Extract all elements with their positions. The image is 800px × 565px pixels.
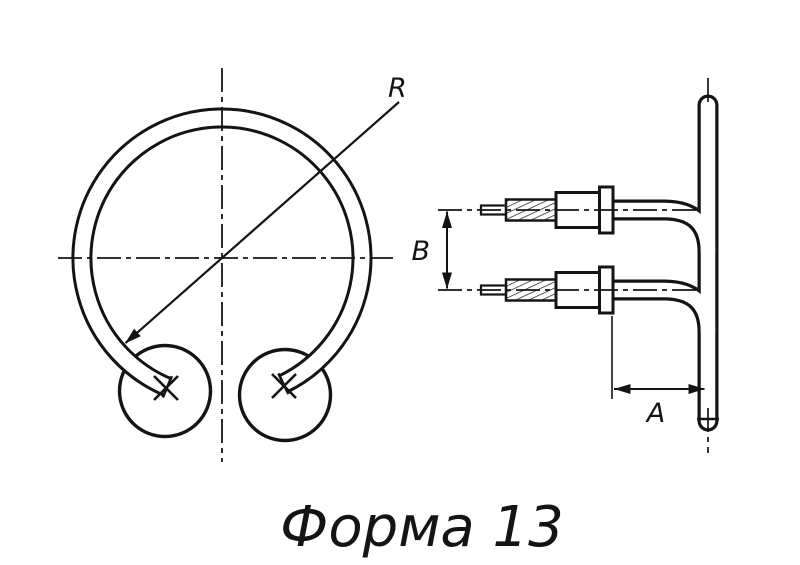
side-tube-outline [613,94,719,432]
side-view [438,78,719,453]
radius-dimension: R [124,73,407,344]
drawing-title: Форма 13 [280,495,564,560]
dimension-b: B [411,211,452,289]
ring-center-lines [58,68,393,462]
side-center-lines [438,78,709,453]
dimension-a: A [611,316,705,429]
side-tube-inner [613,97,716,429]
dimension-a-label: A [645,398,665,429]
radius-label: R [388,73,407,104]
tube-end-marks [153,372,297,401]
front-view-ring [58,68,393,462]
ring-tube-inner [74,110,370,394]
dimension-b-label: B [411,236,430,267]
radius-leader-line [124,101,400,344]
